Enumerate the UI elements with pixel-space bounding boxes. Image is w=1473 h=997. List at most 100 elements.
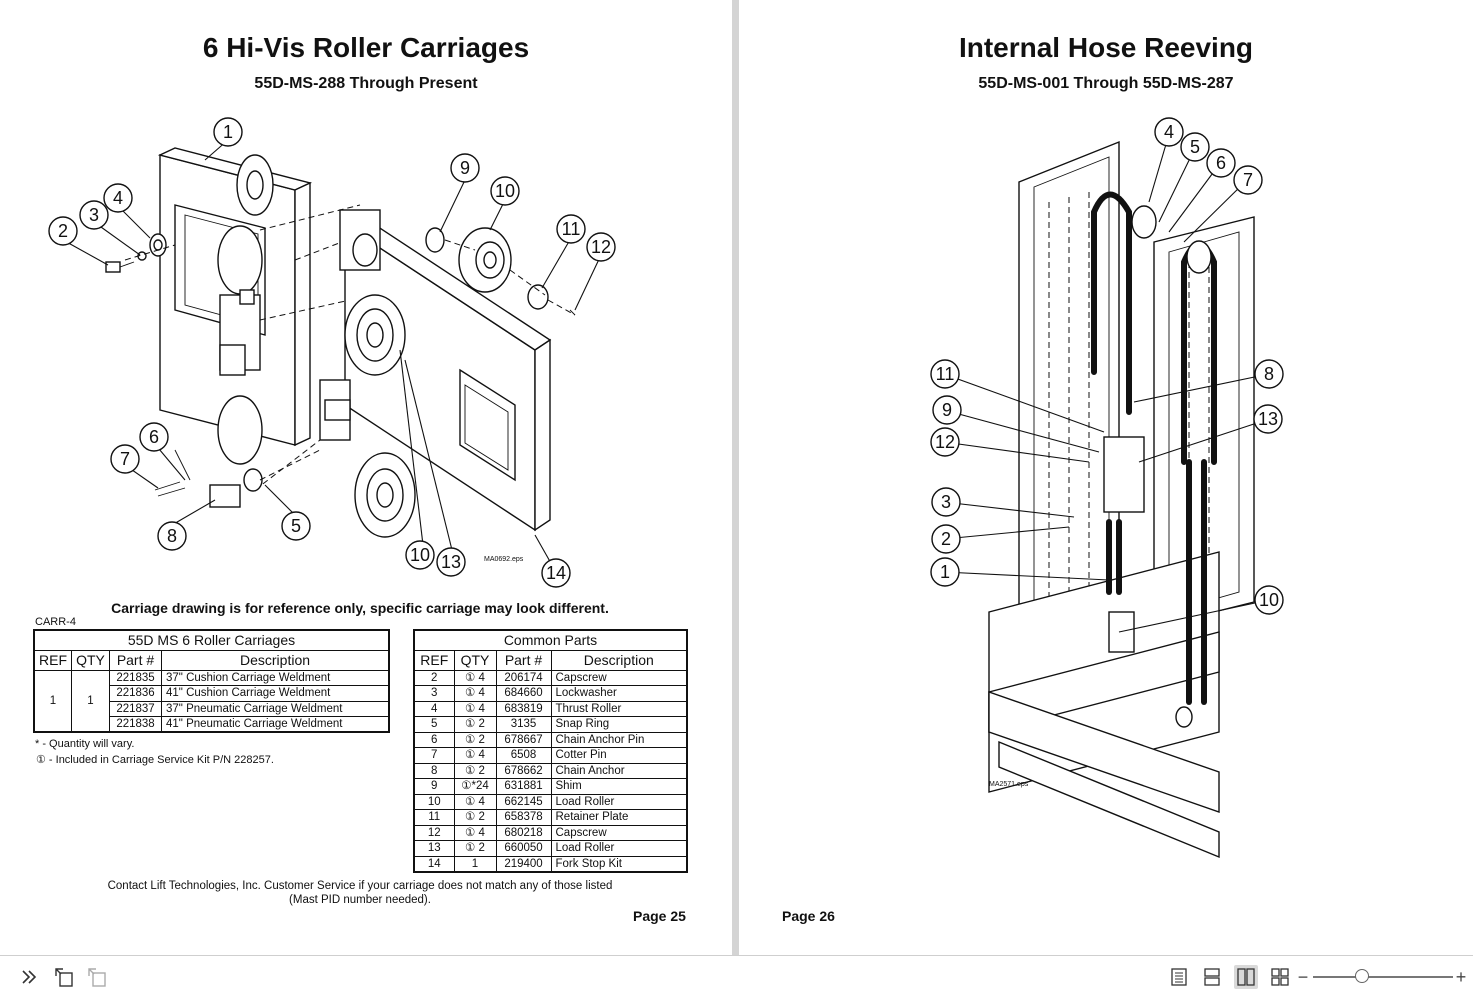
callout-1: 1 — [930, 557, 960, 587]
cell-part: 658378 — [495, 809, 552, 826]
svg-text:1: 1 — [223, 122, 233, 142]
cell-part: 660050 — [495, 840, 552, 857]
svg-text:10: 10 — [1259, 590, 1279, 610]
rotate-page-disabled-icon[interactable] — [85, 965, 109, 989]
svg-text:4: 4 — [113, 188, 123, 208]
cell-qty: ① 4 — [453, 747, 497, 764]
cell-desc: Load Roller — [550, 793, 688, 810]
svg-text:1: 1 — [940, 562, 950, 582]
cell-part: 678662 — [495, 762, 552, 779]
cell-qty: ① 4 — [453, 793, 497, 810]
cell-qty: ① 2 — [453, 731, 497, 748]
cell-desc: Cotter Pin — [550, 747, 688, 764]
svg-text:8: 8 — [167, 526, 177, 546]
cell-part: 3135 — [495, 716, 552, 733]
svg-text:4: 4 — [1164, 122, 1174, 142]
cell-qty: ① 2 — [453, 716, 497, 733]
callout-5: 5 — [1180, 132, 1210, 162]
col-description: Description — [550, 649, 688, 671]
cell-desc: Chain Anchor Pin — [550, 731, 688, 748]
svg-text:11: 11 — [562, 219, 581, 239]
svg-text:13: 13 — [441, 552, 461, 572]
svg-text:3: 3 — [89, 205, 99, 225]
callout-2: 2 — [48, 216, 78, 246]
col-ref: REF — [33, 649, 72, 671]
svg-text:6: 6 — [149, 427, 159, 447]
common-parts-table: Common Parts REF QTY Part # Description … — [413, 629, 688, 873]
cell-qty: 1 — [453, 855, 497, 872]
zoom-slider-thumb[interactable] — [1355, 969, 1369, 983]
callout-11: 11 — [930, 359, 960, 389]
cell-part: 678667 — [495, 731, 552, 748]
zoom-slider[interactable] — [1313, 976, 1453, 978]
cell-qty: ①*24 — [453, 778, 497, 795]
svg-text:6: 6 — [1216, 153, 1226, 173]
cell-desc: Retainer Plate — [550, 809, 688, 826]
carriage-frame — [157, 147, 361, 491]
cell-qty: ① 2 — [453, 809, 497, 826]
common-table-caption: Common Parts — [413, 629, 688, 651]
two-page-continuous-icon[interactable] — [1268, 965, 1292, 989]
cell-ref: 12 — [413, 824, 455, 841]
col-qty: QTY — [453, 649, 497, 671]
page-subtitle: 55D-MS-288 Through Present — [254, 75, 478, 92]
svg-text:8: 8 — [1264, 364, 1274, 384]
callout-6: 6 — [139, 422, 169, 452]
cell-desc: Snap Ring — [550, 716, 688, 733]
svg-text:2: 2 — [58, 221, 68, 241]
single-page-icon[interactable] — [1167, 965, 1191, 989]
carriages-table-caption: 55D MS 6 Roller Carriages — [33, 629, 390, 651]
callout-7: 7 — [110, 444, 140, 474]
rotate-page-icon[interactable] — [52, 965, 76, 989]
carriage-ref: 1 — [33, 669, 72, 733]
cell-qty: ① 4 — [453, 824, 497, 841]
col-part: Part # — [495, 649, 552, 671]
two-page-icon[interactable] — [1234, 965, 1258, 989]
callout-3: 3 — [79, 200, 109, 230]
svg-text:14: 14 — [546, 563, 566, 583]
col-description: Description — [161, 649, 390, 671]
page-code: CARR-4 — [35, 616, 76, 628]
svg-text:12: 12 — [591, 237, 611, 257]
cell-qty: ① 2 — [453, 840, 497, 857]
cell-ref: 14 — [413, 855, 455, 872]
viewer-toolbar: − + — [0, 955, 1473, 997]
cell-ref: 11 — [413, 809, 455, 826]
svg-text:2: 2 — [941, 529, 951, 549]
zoom-out-icon[interactable]: − — [1297, 966, 1309, 987]
loose-parts — [105, 227, 576, 508]
callout-14: 14 — [541, 558, 571, 588]
cell-desc: Thrust Roller — [550, 700, 688, 717]
cell-part: 683819 — [495, 700, 552, 717]
cell-ref: 13 — [413, 840, 455, 857]
hoses — [1091, 191, 1217, 728]
svg-text:7: 7 — [1243, 170, 1253, 190]
cell-part: 6508 — [495, 747, 552, 764]
callout-13: 13 — [436, 547, 466, 577]
cell-qty: ① 4 — [453, 700, 497, 717]
callout-6: 6 — [1206, 148, 1236, 178]
callout-13: 13 — [1253, 404, 1283, 434]
svg-text:5: 5 — [291, 516, 301, 536]
svg-text:7: 7 — [120, 449, 130, 469]
chevrons-right-icon[interactable] — [17, 965, 41, 989]
cell-ref: 4 — [413, 700, 455, 717]
svg-text:10: 10 — [495, 181, 515, 201]
cell-qty: ① 2 — [453, 762, 497, 779]
continuous-page-icon[interactable] — [1200, 965, 1224, 989]
cell-desc: Capscrew — [550, 669, 688, 686]
page-number: Page 26 — [782, 908, 835, 924]
zoom-in-icon[interactable]: + — [1455, 966, 1467, 987]
callout-8: 8 — [157, 521, 187, 551]
callout-7: 7 — [1233, 165, 1263, 195]
table-row: 221836 41" Cushion Carriage Weldment — [34, 685, 390, 702]
cell-ref: 10 — [413, 793, 455, 810]
footnote-service-kit: ① - Included in Carriage Service Kit P/N… — [36, 754, 274, 766]
